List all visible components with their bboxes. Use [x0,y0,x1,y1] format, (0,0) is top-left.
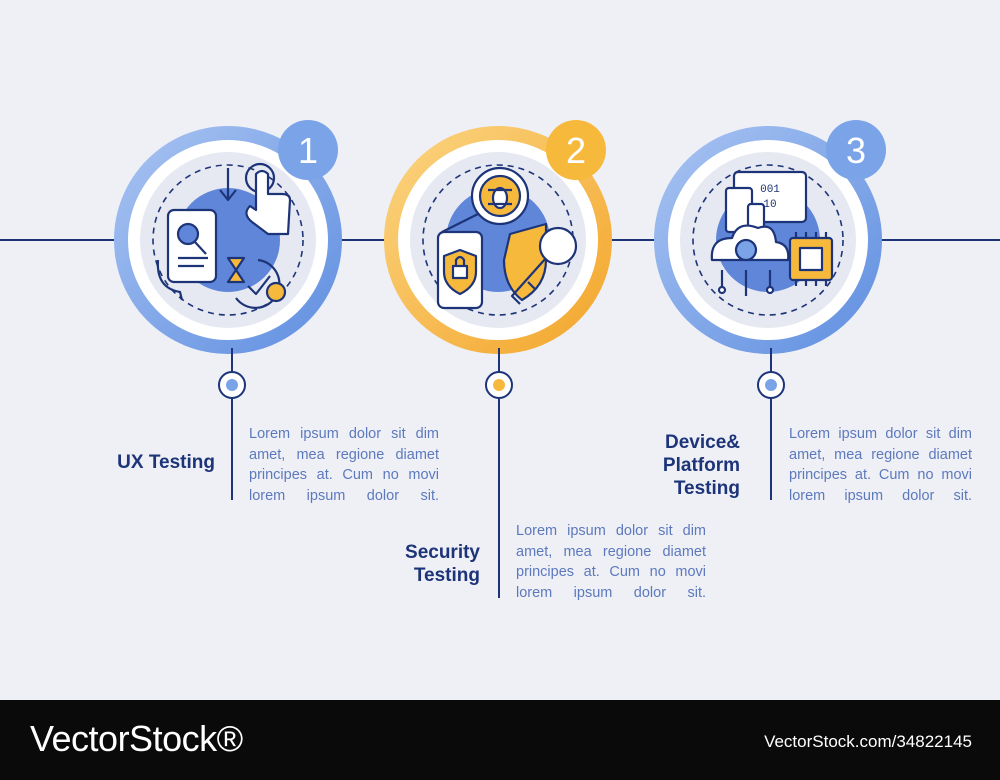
step-1-marker [218,371,246,399]
step-1-title: UX Testing [117,452,215,473]
step-2-connector [498,348,500,598]
step-1-circle: 1 [114,120,342,354]
step-3-connector [770,348,772,500]
brand-logo: VectorStock® [30,718,243,759]
step-3-text: Lorem ipsum dolor sit dim amet, mea regi… [789,426,972,504]
security-testing-icon [436,166,578,310]
footer-bar: VectorStock® VectorStock.com/34822145 [0,700,1000,780]
step-2-number: 2 [566,130,586,171]
device-platform-testing-icon: 001 10 [710,170,834,296]
step-2-text: Lorem ipsum dolor sit dim amet, mea regi… [516,523,706,601]
step-3-marker [757,371,785,399]
step-2-title: Security Testing [405,542,480,586]
image-id: VectorStock.com/34822145 [764,732,972,751]
step-1-connector [231,348,233,500]
svg-text:001: 001 [760,184,780,196]
svg-text:10: 10 [763,199,776,211]
ux-testing-icon [156,162,292,309]
step-3-circle: 3 001 10 [654,120,886,354]
step-2-circle: 2 [384,120,612,354]
step-3-number: 3 [846,130,866,171]
step-1-text: Lorem ipsum dolor sit dim amet, mea regi… [249,426,439,504]
step-2-marker [485,371,513,399]
step-1-number: 1 [298,130,318,171]
step-3-title: Device& Platform Testing [662,432,740,499]
